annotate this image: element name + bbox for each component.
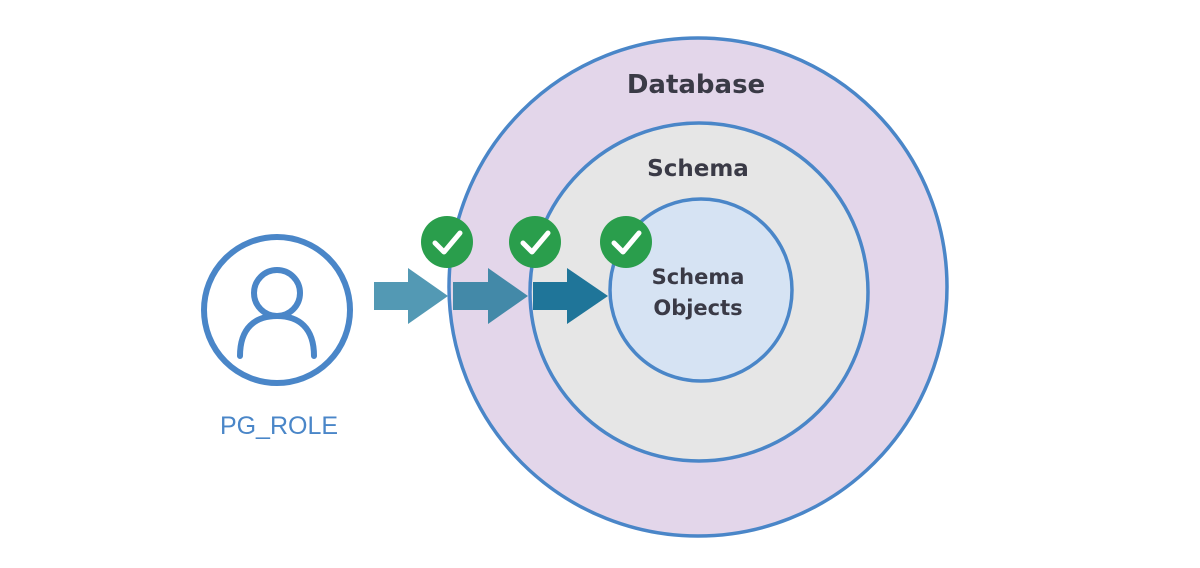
database-label: Database	[627, 70, 765, 100]
schema-objects-label-line2: Objects	[653, 296, 742, 320]
schema-label: Schema	[647, 156, 749, 182]
access-arrow-2	[453, 268, 528, 324]
role-label: PG_ROLE	[220, 412, 338, 440]
schema-objects-ring	[608, 197, 794, 383]
check-icon	[509, 216, 561, 268]
user-icon	[201, 234, 353, 386]
check-icon	[421, 216, 473, 268]
access-arrow-3	[533, 268, 608, 324]
check-icon	[600, 216, 652, 268]
access-arrow-1	[374, 268, 448, 324]
schema-objects-label-line1: Schema	[652, 265, 745, 289]
